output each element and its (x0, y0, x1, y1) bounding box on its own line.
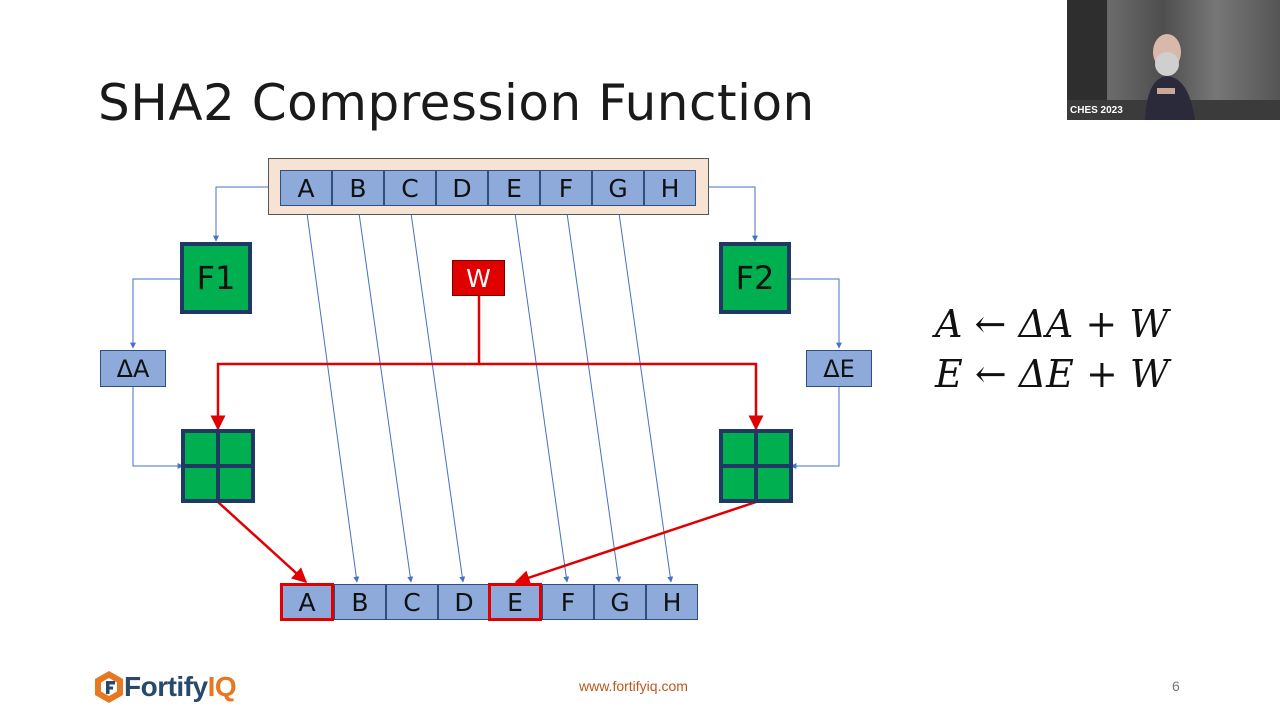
footer-url[interactable]: www.fortifyiq.com (579, 678, 688, 694)
input-register-f: F (540, 170, 592, 206)
input-register-c: C (384, 170, 436, 206)
f2-function-box: F2 (719, 242, 791, 314)
speaker-video-overlay: CHES 2023 (1067, 0, 1280, 120)
delta-a-box: ΔA (100, 350, 166, 387)
video-label: CHES 2023 (1070, 105, 1123, 116)
output-register-g: G (594, 584, 646, 620)
f1-function-box: F1 (180, 242, 252, 314)
equation-a: A ← ΔA + W (935, 302, 1169, 346)
output-register-d: D (438, 584, 490, 620)
input-register-g: G (592, 170, 644, 206)
adder-left (181, 429, 255, 503)
output-register-e: E (488, 583, 542, 621)
speaker-silhouette-icon (1067, 0, 1280, 120)
output-register-f: F (542, 584, 594, 620)
logo-wordmark: FortifyIQ (124, 671, 237, 702)
input-register-d: D (436, 170, 488, 206)
delta-e-box: ΔE (806, 350, 872, 387)
adder-right (719, 429, 793, 503)
w-input-box: W (452, 260, 505, 296)
input-register-a: A (280, 170, 332, 206)
input-register-e: E (488, 170, 540, 206)
input-register-h: H (644, 170, 696, 206)
output-register-a: A (280, 583, 334, 621)
equation-e: E ← ΔE + W (935, 352, 1169, 396)
page-number: 6 (1172, 678, 1180, 694)
slide-title: SHA2 Compression Function (98, 74, 815, 132)
output-register-h: H (646, 584, 698, 620)
output-register-b: B (334, 584, 386, 620)
input-register-b: B (332, 170, 384, 206)
hexagon-logo-icon (95, 671, 123, 703)
fortifyiq-logo: FortifyIQ (94, 670, 237, 704)
output-register-c: C (386, 584, 438, 620)
